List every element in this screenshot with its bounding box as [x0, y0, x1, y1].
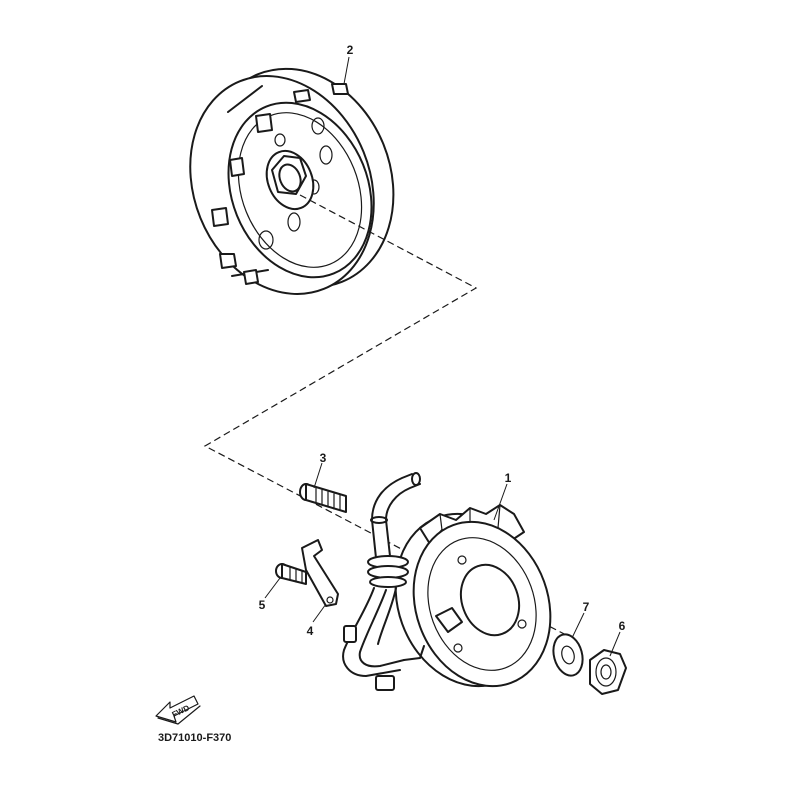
callout-5: 5: [259, 598, 266, 612]
callout-4: 4: [307, 624, 314, 638]
callout-1: 1: [505, 471, 512, 485]
callout-labels: 2 3 1 4 5 6 7: [259, 43, 626, 638]
callout-2: 2: [347, 43, 354, 57]
callout-leaders: [264, 56, 621, 657]
washer-part-7: [552, 633, 584, 677]
rotor-assembly: [189, 67, 395, 295]
fwd-arrow-icon: FWD: [155, 695, 201, 725]
diagram-code: 3D71010-F370: [158, 732, 231, 744]
nut-part-6: [589, 649, 627, 695]
callout-6: 6: [619, 619, 626, 633]
wire-harness: [342, 472, 425, 691]
screw-part-5: [275, 563, 307, 585]
rotor-magnet-tabs: [211, 83, 349, 285]
screw-part-3: [299, 483, 347, 513]
bracket-part-4: [301, 539, 339, 607]
callout-3: 3: [320, 451, 327, 465]
callout-7: 7: [583, 600, 590, 614]
stator-assembly: [394, 504, 552, 688]
